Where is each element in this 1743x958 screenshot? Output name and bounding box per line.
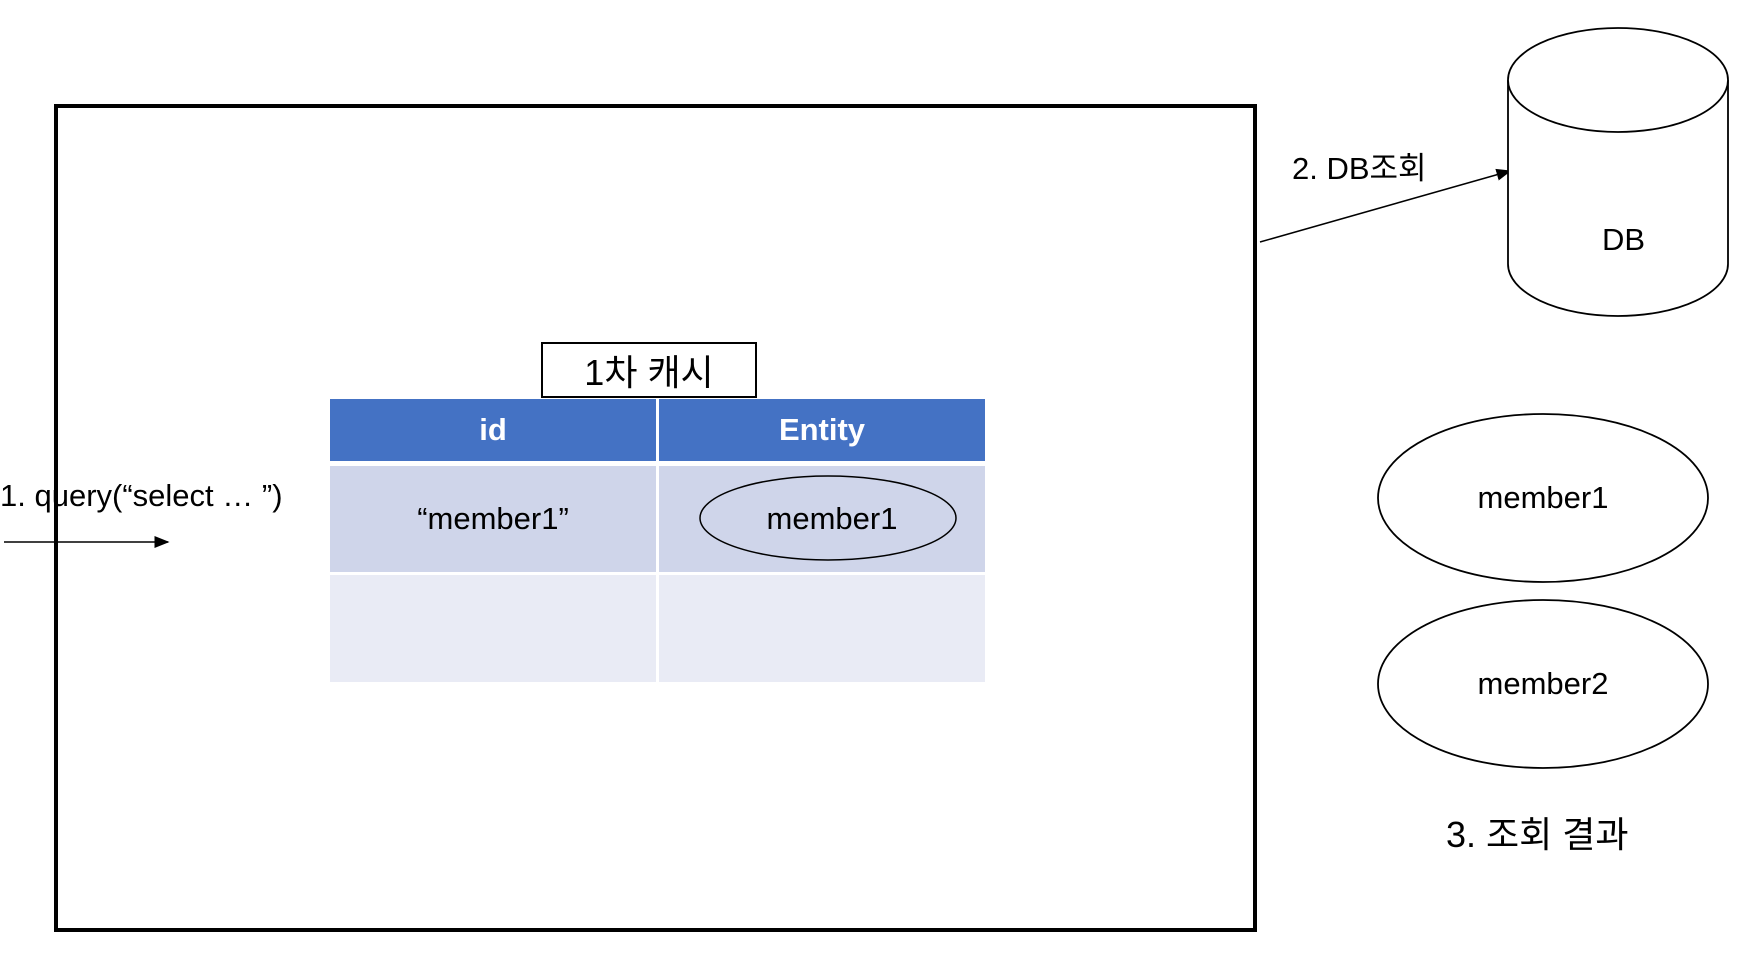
result-member2: member2 — [1376, 598, 1710, 770]
result-ellipse-1 — [1377, 413, 1709, 583]
result-ellipse-2 — [1377, 599, 1709, 769]
row1-id: “member1” — [330, 466, 656, 572]
row2-id — [330, 575, 656, 682]
cache-table: id Entity “member1” member1 — [330, 399, 985, 682]
db-label: DB — [1602, 222, 1646, 257]
result-member1: member1 — [1376, 412, 1710, 584]
query-label: 1. query(“select … ”) — [0, 478, 283, 513]
result-label: 3. 조회 결과 — [1446, 814, 1629, 855]
result-member2-label: member2 — [1477, 666, 1609, 701]
db-query-arrow — [1259, 168, 1512, 243]
row1-entity: member1 — [659, 466, 985, 572]
row1-entity-label: member1 — [766, 501, 898, 536]
result-member1-label: member1 — [1477, 480, 1609, 515]
entity-ellipse — [699, 475, 957, 561]
cache-title-text: 1차 캐시 — [584, 352, 714, 393]
header-id: id — [330, 399, 656, 461]
db-cylinder-icon — [1507, 27, 1729, 317]
row2-entity — [659, 575, 985, 682]
db-query-label: 2. DB조회 — [1292, 151, 1427, 186]
header-entity: Entity — [659, 399, 985, 461]
cache-title: 1차 캐시 — [541, 342, 757, 398]
persistence-context-box — [54, 104, 1257, 932]
